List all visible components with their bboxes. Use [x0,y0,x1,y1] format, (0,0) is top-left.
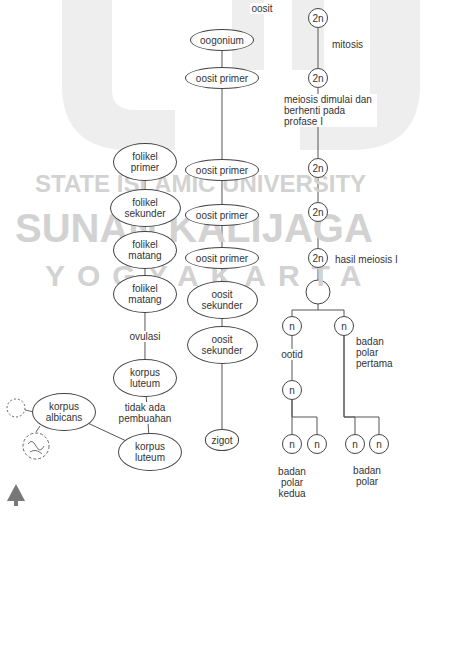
stage-ellipse: korpus luteum [113,359,176,397]
cell-circle: 2n [308,8,328,28]
connector-line [344,336,355,434]
cell-circle: n [307,434,327,454]
node-text: n [314,439,320,450]
stage-ellipse: folikel matang [113,275,176,313]
stage-ellipse: folikel sekunder [110,189,181,227]
annotation: hasil meiosis I [334,254,399,265]
stage-ellipse: folikel matang [113,231,176,269]
annotation: badan polar [343,465,391,487]
cell-circle: n [282,316,302,336]
division-line [292,304,344,316]
annotation: ootid [280,349,304,360]
stage-ellipse: zigot [205,429,240,451]
annotation: badan polar pertama [355,336,407,369]
node-text: korpus luteum [128,441,172,463]
cell-circle: n [345,434,365,454]
tree-icon [14,501,18,506]
annotation: oosit [250,3,273,14]
node-text: n [376,439,382,450]
stage-ellipse: oosit primer [185,204,259,226]
cell-circle: n [282,434,302,454]
corpus-albicans-sketch [28,441,44,454]
stage-ellipse: oosit primer [185,67,259,89]
node-text: folikel matang [123,239,167,261]
node-text: folikel matang [123,283,167,305]
annotation: tidak ada pembuahan [112,402,178,424]
annotation: badan polar kedua [268,466,316,499]
node-text: folikel sekunder [120,197,170,219]
corpus-albicans-sketch [7,399,25,417]
stage-ellipse: oosit sekunder [187,326,258,364]
stage-ellipse: oogonium [190,29,253,51]
node-text: oogonium [200,35,244,46]
cell-circle: n [369,434,389,454]
node-text: 2n [312,163,323,174]
stage-ellipse: korpus albicans [32,393,95,431]
node-text: n [289,439,295,450]
stage-ellipse: oosit primer [185,247,259,269]
node-text: 2n [312,253,323,264]
connector-line [221,364,222,429]
node-text: zigot [211,435,232,446]
node-text: 2n [312,73,323,84]
corpus-albicans-sketch [23,433,49,459]
node-text: korpus albicans [42,401,86,423]
node-text: oosit sekunder [197,289,247,311]
node-text: 2n [312,13,323,24]
node-text: oosit primer [196,165,248,176]
node-text: oosit primer [196,210,248,221]
node-text: folikel primer [123,151,167,173]
cell-circle: 2n [308,248,328,268]
cell-circle: 2n [308,68,328,88]
cell-circle: 2n [308,158,328,178]
node-text: n [289,385,295,396]
node-text: korpus luteum [123,367,167,389]
connector-line [318,28,319,68]
connector-line [221,51,222,68]
stage-ellipse: folikel primer [113,143,176,181]
stage-ellipse: oosit primer [185,159,259,181]
cell-circle: n [282,380,302,400]
annotation: meiosis dimulai dan berhenti pada profas… [283,94,377,127]
node-text: oosit sekunder [197,334,247,356]
node-text: n [352,439,358,450]
annotation: mitosis [331,39,364,50]
node-text: n [341,321,347,332]
node-text: oosit primer [196,73,248,84]
tree-icon [7,484,25,501]
stage-ellipse: korpus luteum [118,433,181,471]
stage-ellipse: oosit sekunder [187,281,258,319]
connector-line [89,424,125,441]
cell-circle: n [334,316,354,336]
annotation: ovulasi [128,331,161,342]
logo-watermark [62,0,175,150]
cell-circle: 2n [308,202,328,222]
node-text: n [289,321,295,332]
connector-line [292,400,317,434]
node-text: 2n [312,207,323,218]
node-text: oosit primer [196,253,248,264]
connector-line [221,89,222,160]
connector-line [222,319,223,326]
